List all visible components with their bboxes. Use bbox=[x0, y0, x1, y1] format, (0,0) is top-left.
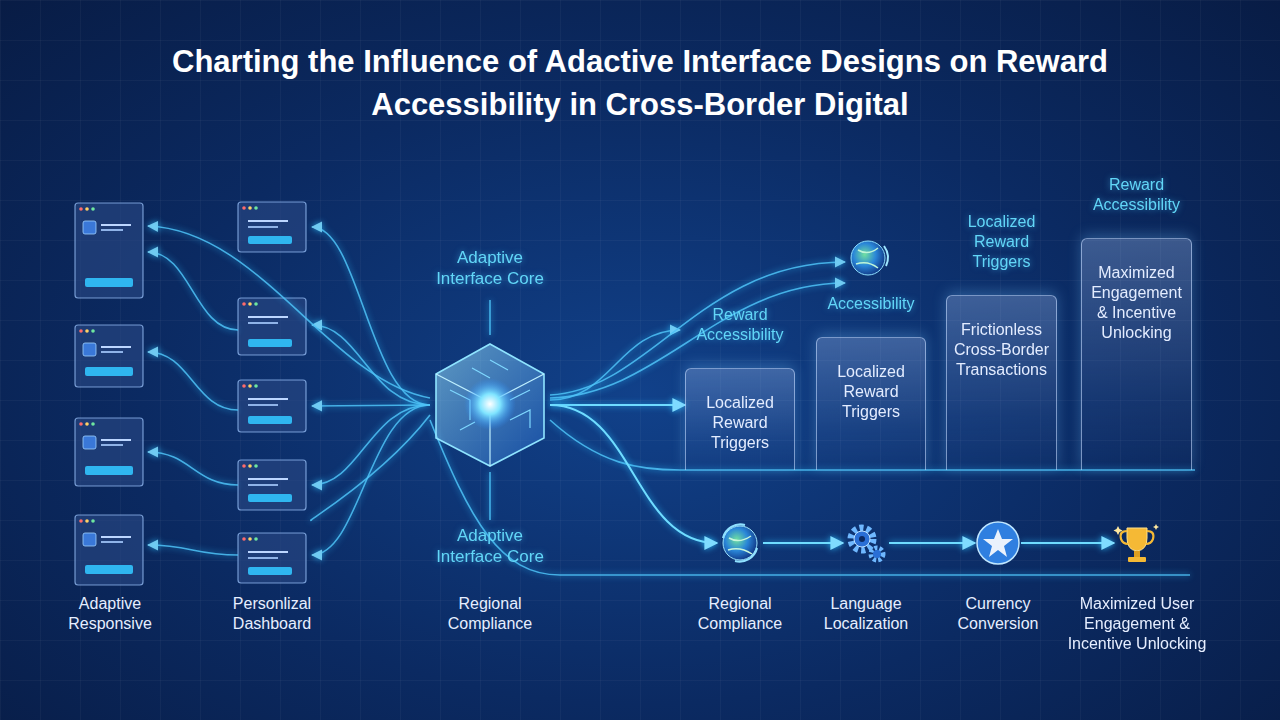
window-icon bbox=[238, 202, 306, 252]
axis-label: Regional Compliance bbox=[435, 594, 545, 634]
reward-bar: Reward AccessibilityLocalized Reward Tri… bbox=[685, 368, 795, 470]
reward-bar: AccessibilityLocalized Reward Triggers bbox=[816, 337, 926, 470]
window-icon bbox=[238, 533, 306, 583]
step-label: Regional Compliance bbox=[667, 594, 813, 634]
window-icons bbox=[75, 202, 306, 585]
diagram-title: Charting the Influence of Adactive Inter… bbox=[160, 40, 1120, 126]
axis-label: Adaptive Responsive bbox=[55, 594, 165, 634]
window-icon bbox=[238, 380, 306, 432]
window-icon bbox=[75, 418, 143, 486]
bar-text: Maximized Engagement & Incentive Unlocki… bbox=[1082, 239, 1191, 343]
bar-text: Localized Reward Triggers bbox=[817, 338, 925, 422]
connector-arrow bbox=[763, 542, 843, 544]
bar-heading: Accessibility bbox=[817, 294, 925, 314]
connector-arrow bbox=[889, 542, 975, 544]
leader-lines bbox=[148, 226, 1195, 575]
bar-heading: Localized Reward Triggers bbox=[947, 212, 1056, 272]
window-icon bbox=[238, 460, 306, 510]
step-label: Currency Conversion bbox=[925, 594, 1071, 634]
bar-heading: Reward Accessibility bbox=[686, 305, 794, 345]
step-icon: Maximized User Engagement & Incentive Un… bbox=[1114, 520, 1160, 566]
step-icon: Currency Conversion bbox=[975, 520, 1021, 566]
step-icon: Language Localization bbox=[843, 520, 889, 566]
window-icon bbox=[75, 515, 143, 585]
window-icon bbox=[75, 203, 143, 298]
connector-arrow bbox=[1021, 542, 1114, 544]
core-cube: Adaptive Interface CoreAdaptive Interfac… bbox=[430, 340, 550, 470]
step-label: Language Localization bbox=[793, 594, 939, 634]
reward-bar: Localized Reward TriggersFrictionless Cr… bbox=[946, 295, 1057, 470]
step-icon: Regional Compliance bbox=[717, 520, 763, 566]
connector-arrow bbox=[550, 404, 685, 406]
step-label: Maximized User Engagement & Incentive Un… bbox=[1064, 594, 1210, 654]
bar-text: Frictionless Cross-Border Transactions bbox=[947, 296, 1056, 380]
core-label: Adaptive Interface Core bbox=[425, 247, 555, 289]
reward-bar: Reward AccessibilityMaximized Engagement… bbox=[1081, 238, 1192, 470]
globe-icon bbox=[851, 241, 888, 275]
window-icon bbox=[238, 298, 306, 355]
window-icon bbox=[75, 325, 143, 387]
bar-text: Localized Reward Triggers bbox=[686, 369, 794, 453]
core-label: Adaptive Interface Core bbox=[425, 525, 555, 567]
axis-label: Personlizal Dashboard bbox=[217, 594, 327, 634]
bar-heading: Reward Accessibility bbox=[1082, 175, 1191, 215]
